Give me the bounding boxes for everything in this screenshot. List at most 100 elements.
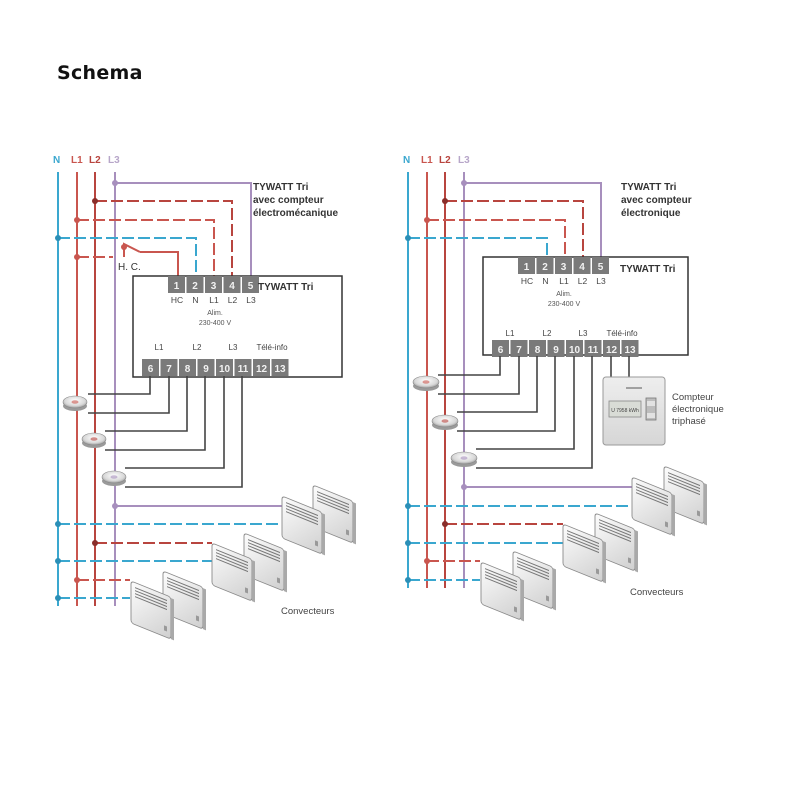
thermostat-knob-icon bbox=[277, 577, 280, 584]
terminal-number: 9 bbox=[203, 364, 209, 375]
terminal-group-label: L3 bbox=[579, 329, 588, 338]
terminal-group-label: L1 bbox=[506, 329, 515, 338]
terminal-13 bbox=[621, 340, 639, 357]
meter-buttons bbox=[645, 397, 657, 421]
rail-label-l1: L1 bbox=[71, 155, 83, 166]
terminal-number: 10 bbox=[569, 345, 581, 356]
terminal-number: 5 bbox=[598, 262, 604, 273]
terminal-1 bbox=[518, 257, 535, 274]
convectors-group bbox=[130, 485, 356, 641]
terminal-3 bbox=[205, 276, 222, 293]
terminal-label: HC bbox=[521, 276, 533, 286]
terminal-number: 12 bbox=[256, 364, 268, 375]
terminal-2 bbox=[536, 257, 554, 274]
terminal-number: 11 bbox=[588, 345, 599, 356]
thermostat-knob-icon bbox=[628, 557, 631, 564]
thermostat-knob-icon bbox=[315, 540, 318, 547]
terminal-group-label: Télé-info bbox=[606, 329, 638, 338]
caption-line-2: avec compteur bbox=[253, 195, 324, 206]
ct-wires bbox=[88, 376, 243, 488]
terminal-4 bbox=[573, 257, 591, 274]
wire-l3-feed bbox=[115, 182, 252, 276]
terminal-number: 13 bbox=[274, 364, 286, 375]
caption-line-1: TYWATT Tri bbox=[621, 182, 677, 193]
terminal-number: 7 bbox=[166, 364, 172, 375]
terminal-number: 4 bbox=[579, 262, 585, 273]
terminal-number: 7 bbox=[516, 345, 522, 356]
terminal-group-label: L1 bbox=[155, 343, 164, 352]
convector-heater bbox=[281, 496, 325, 556]
thermostat-knob-icon bbox=[245, 587, 248, 594]
convectors-label: Convecteurs bbox=[281, 606, 335, 617]
supply-voltage: 230-400 V bbox=[199, 320, 232, 327]
wire-l1-feed bbox=[77, 219, 215, 276]
terminal-number: 12 bbox=[606, 345, 618, 356]
diagram-electronic: N L1 L2 L3 TYWATT Tri avec compteur élec… bbox=[403, 155, 724, 622]
convector-wires bbox=[58, 505, 282, 599]
rail-label-l3: L3 bbox=[108, 155, 120, 166]
terminal-7 bbox=[510, 340, 528, 357]
convector-heater bbox=[211, 543, 255, 603]
terminal-number: 1 bbox=[524, 262, 530, 273]
terminal-number: 10 bbox=[219, 364, 231, 375]
terminal-8 bbox=[179, 359, 196, 376]
terminal-9 bbox=[197, 359, 215, 376]
convector-junction-dots bbox=[405, 484, 467, 583]
terminal-group-label: L2 bbox=[193, 343, 202, 352]
caption-line-3: électronique bbox=[621, 208, 681, 219]
current-transformer-l3 bbox=[101, 470, 127, 486]
wire-n-feed bbox=[58, 237, 197, 276]
rail-label-l3: L3 bbox=[458, 155, 470, 166]
terminal-11 bbox=[234, 359, 252, 376]
meter-display bbox=[608, 400, 642, 418]
hc-label: H. C. bbox=[118, 262, 141, 273]
terminal-label: L1 bbox=[209, 295, 219, 305]
supply-label: Alim. bbox=[207, 310, 223, 317]
terminal-number: 8 bbox=[185, 364, 191, 375]
terminal-9 bbox=[547, 340, 565, 357]
thermostat-knob-icon bbox=[546, 595, 549, 602]
terminal-13 bbox=[271, 359, 289, 376]
terminal-number: 3 bbox=[561, 262, 567, 273]
terminal-label: HC bbox=[171, 295, 183, 305]
device-name: TYWATT Tri bbox=[258, 282, 314, 293]
feed-wires bbox=[58, 182, 252, 276]
junction-dots bbox=[55, 180, 127, 260]
electronic-meter: U 7958 kWh bbox=[602, 376, 666, 446]
terminal-6 bbox=[142, 359, 159, 376]
wire-hc-feed bbox=[140, 251, 179, 276]
meter-label-line-2: électronique bbox=[672, 404, 724, 415]
convector-heater bbox=[130, 581, 174, 641]
wire-l2-feed bbox=[95, 200, 233, 276]
terminal-group-label: L3 bbox=[229, 343, 238, 352]
caption-line-3: électromécanique bbox=[253, 208, 338, 219]
rail-label-l2: L2 bbox=[439, 155, 451, 166]
convectors-label: Convecteurs bbox=[630, 587, 684, 598]
terminal-12 bbox=[603, 340, 620, 357]
terminal-number: 2 bbox=[192, 281, 198, 292]
rail-label-n: N bbox=[53, 155, 60, 166]
terminal-number: 3 bbox=[211, 281, 217, 292]
ct-wires bbox=[438, 356, 630, 469]
bottom-group-labels: L1 L2 L3 Télé-info bbox=[155, 343, 289, 352]
rail-label-l2: L2 bbox=[89, 155, 101, 166]
supply-label: Alim. bbox=[556, 291, 572, 298]
terminal-7 bbox=[160, 359, 178, 376]
terminal-11 bbox=[584, 340, 602, 357]
terminal-5 bbox=[242, 276, 259, 293]
thermostat-knob-icon bbox=[346, 529, 349, 536]
terminal-1 bbox=[168, 276, 185, 293]
caption-line-2: avec compteur bbox=[621, 195, 692, 206]
feed-wires bbox=[408, 182, 602, 257]
terminal-group-label: Télé-info bbox=[256, 343, 288, 352]
current-transformer-l3 bbox=[450, 451, 478, 467]
terminal-number: 13 bbox=[624, 345, 636, 356]
terminal-number: 11 bbox=[238, 364, 249, 375]
terminal-2 bbox=[186, 276, 204, 293]
thermostat-knob-icon bbox=[665, 521, 668, 528]
